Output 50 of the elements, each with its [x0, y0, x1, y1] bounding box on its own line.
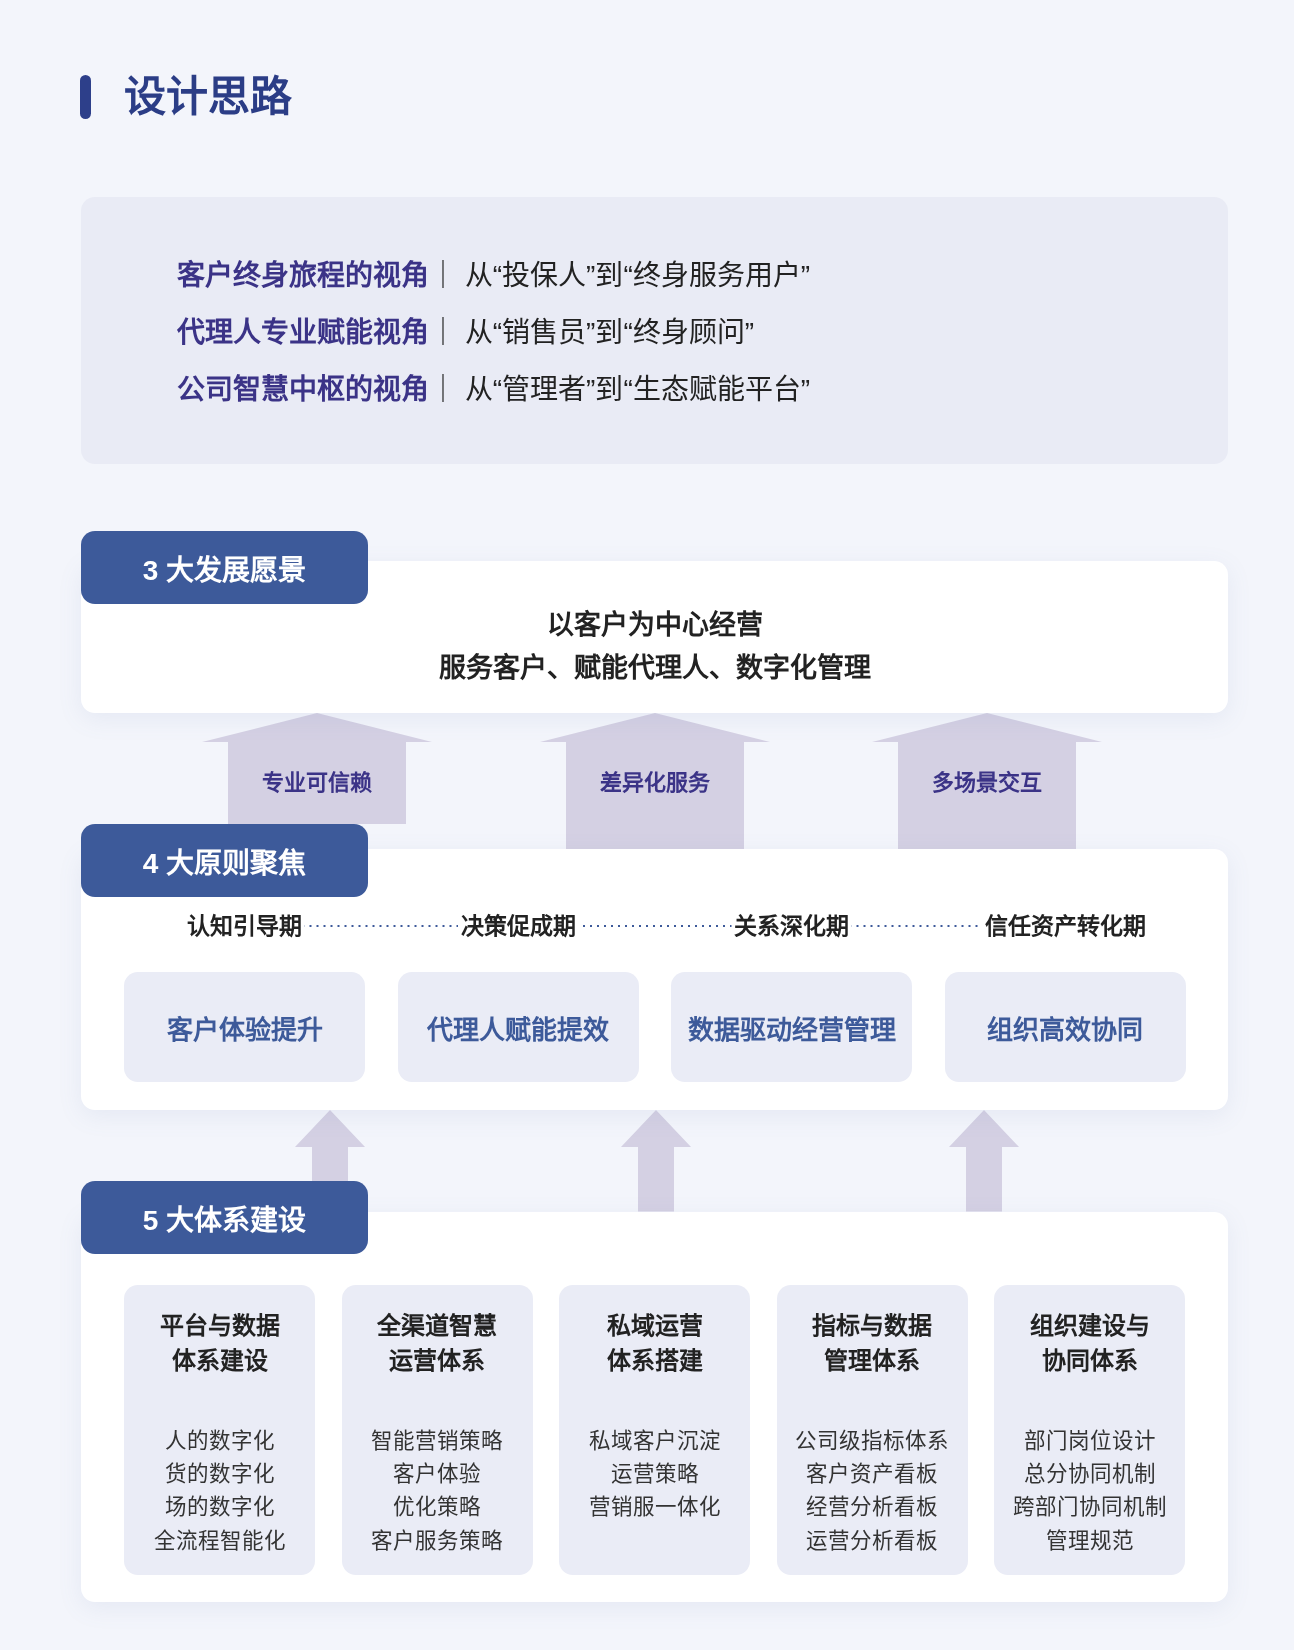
system-item: 公司级指标体系 — [795, 1427, 949, 1455]
system-item: 货的数字化 — [164, 1460, 275, 1488]
system-heading: 平台与数据体系建设 — [158, 1310, 281, 1376]
vision-text: 以客户为中心经营 — [546, 608, 763, 642]
system-item: 场的数字化 — [164, 1494, 275, 1522]
system-heading: 私域运营体系搭建 — [605, 1310, 704, 1376]
section-heading-tab: 3 大发展愿景 — [81, 531, 368, 604]
phase-label: 关系深化期 — [734, 912, 849, 940]
section-heading-tab: 5 大体系建设 — [81, 1181, 368, 1254]
title: 设计思路 — [124, 73, 292, 121]
system-heading: 组织建设与协同体系 — [1028, 1310, 1151, 1376]
arrow-label: 差异化服务 — [597, 769, 713, 797]
principle-tile: 代理人赋能提效 — [397, 972, 639, 1082]
system-item: 智能营销策略 — [371, 1427, 503, 1455]
system-item: 人的数字化 — [164, 1427, 275, 1455]
system-item: 全流程智能化 — [153, 1527, 286, 1555]
arrow-label: 专业可信赖 — [259, 769, 375, 797]
system-item: 私域客户沉淀 — [588, 1427, 721, 1455]
principle-tile: 组织高效协同 — [944, 972, 1186, 1082]
perspective-text: 公司智慧中枢的视角｜ 从“管理者”到“生态赋能平台” — [177, 372, 811, 407]
system-item: 总分协同机制 — [1023, 1460, 1156, 1488]
system-item: 客户服务策略 — [371, 1527, 503, 1555]
system-item: 运营策略 — [610, 1460, 699, 1488]
system-heading: 全渠道智慧运营体系 — [376, 1310, 498, 1376]
system-item: 经营分析看板 — [806, 1494, 938, 1522]
perspective-text: 代理人专业赋能视角｜ 从“销售员”到“终身顾问” — [177, 315, 755, 350]
block-arrow — [540, 713, 770, 849]
system-item: 管理规范 — [1045, 1527, 1134, 1555]
phase-label: 决策促成期 — [460, 912, 576, 940]
system-item: 运营分析看板 — [806, 1527, 938, 1555]
block-arrow — [949, 1110, 1019, 1212]
perspective-text: 客户终身旅程的视角｜ 从“投保人”到“终身服务用户” — [177, 258, 811, 293]
section-panel — [81, 849, 1228, 1110]
block-arrow — [872, 713, 1102, 849]
vision-text: 服务客户、赋能代理人、数字化管理 — [438, 651, 871, 685]
system-item: 客户资产看板 — [806, 1460, 938, 1488]
phase-label: 认知引导期 — [187, 912, 302, 940]
principle-tile: 数据驱动经营管理 — [671, 972, 912, 1082]
section-heading-tab: 4 大原则聚焦 — [81, 824, 368, 897]
system-item: 优化策略 — [393, 1494, 481, 1522]
block-arrow — [295, 1110, 365, 1181]
system-item: 跨部门协同机制 — [1012, 1494, 1167, 1522]
system-item: 部门岗位设计 — [1023, 1427, 1156, 1455]
phase-label: 信任资产转化期 — [984, 912, 1146, 940]
dotted-connector — [304, 924, 458, 928]
system-item: 客户体验 — [393, 1460, 481, 1488]
system-heading: 指标与数据管理体系 — [811, 1310, 933, 1376]
block-arrow — [621, 1110, 691, 1212]
system-item: 营销服一体化 — [588, 1494, 721, 1522]
principle-tile: 客户体验提升 — [124, 972, 365, 1082]
